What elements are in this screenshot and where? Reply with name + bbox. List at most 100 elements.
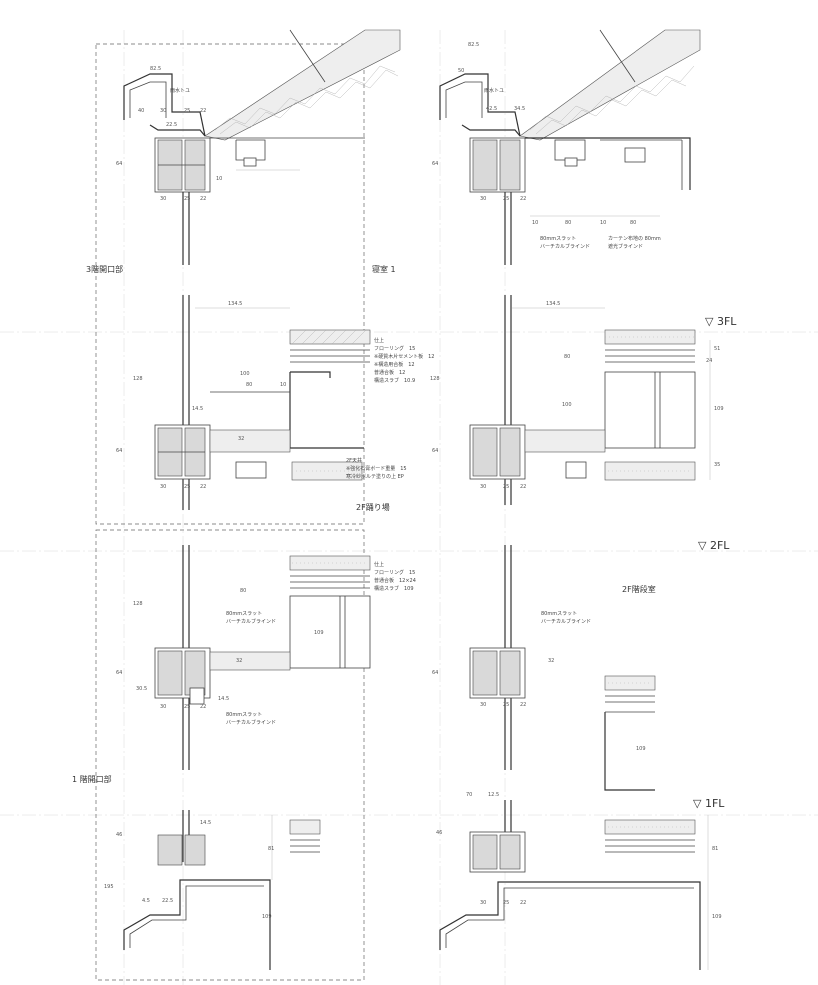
svg-text:寒冷紗ボルテ塗りの上 EP: 寒冷紗ボルテ塗りの上 EP [346,473,404,480]
dim-64-2f-right: 64 [432,670,438,676]
detail-1fl-left: 14.5 46 195 4.5 22.5 81 109 [104,810,321,970]
dim-109-2f-right: 109 [636,746,646,752]
dim-128-right: 128 [430,376,440,382]
dim-14-5-2f-left: 14.5 [218,696,229,702]
detail-2fl-right: 80mmスラット バーチカルブラインド 64 32 109 30 25 22 [432,545,656,791]
svg-text:仕上: 仕上 [374,337,384,344]
dim-64-top-right: 64 [432,161,438,167]
dim-46-left: 46 [116,832,122,838]
label-stair-2f: 2F階段室 [622,584,656,594]
dim-30-5: 30.5 [136,686,147,692]
label-opening-3f: 3階開口部 [86,264,123,274]
dim-30-d: 30 [160,484,166,490]
dim-22-f: 22 [200,704,206,710]
dim-4-5: 4.5 [142,898,150,904]
dim-128-2f-left: 128 [133,601,143,607]
detail-1fl-right: 70 12.5 46 30 25 22 81 109 [436,792,722,970]
reference-grid [0,30,818,985]
callout-frame-3f [95,43,365,525]
dim-34-5: 34.5 [514,106,525,112]
svg-text:構造スラブ 10.9: 構造スラブ 10.9 [374,377,415,384]
dim-100-left: 100 [240,371,250,377]
dim-109-1f-right: 109 [712,914,722,920]
dim-80-left: 80 [246,382,252,388]
dim-70: 70 [466,792,472,798]
dim-134-5-right: 134.5 [546,301,560,307]
dim-64-top-left: 64 [116,161,122,167]
dim-22-d: 22 [200,484,206,490]
dim-25-h: 25 [503,900,509,906]
svg-text:※構造用合板 12: ※構造用合板 12 [374,361,415,368]
dim-109-1f-left: 109 [262,914,272,920]
dim-30-c: 30 [480,196,486,202]
dim-30-g: 30 [480,702,486,708]
dim-40: 40 [138,108,144,114]
dim-51: 51 [714,346,720,352]
detail-3fl-left: 134.5 128 100 80 14.5 32 64 30 25 22 10 … [116,295,434,510]
svg-text:2F天井: 2F天井 [346,457,362,464]
svg-text:※硬質木片セメント板 12: ※硬質木片セメント板 12 [374,353,434,360]
dim-109-right-3f: 109 [714,406,724,412]
dim-64-2f-left: 64 [116,670,122,676]
dim-10: 10 [216,176,222,182]
label-opening-1f: 1 階開口部 [72,774,112,784]
svg-text:仕上: 仕上 [374,561,384,568]
dim-22: 22 [200,108,206,114]
dim-32-2f-left: 32 [236,658,242,664]
dim-22-5-1f: 22.5 [162,898,173,904]
dim-64-mid-right: 64 [432,448,438,454]
dim-81-right: 81 [712,846,718,852]
dim-80-a: 80 [565,220,571,226]
svg-text:フローリング 15: フローリング 15 [374,569,415,576]
dim-82-5-top-left: 82.5 [150,66,161,72]
note-curtain-1: カーテン布地の 80mm [608,235,661,242]
floor-hatch-3f-left [291,329,367,345]
note-gutter-right: 雨水トユ [484,87,504,94]
dim-30-h: 30 [480,900,486,906]
note-blind-2f-low-2: バーチカルブラインド [226,719,276,726]
note-floor-3f: 仕上 フローリング 15 ※硬質木片セメント板 12 ※構造用合板 12 普通合… [374,337,434,384]
dim-10-c: 10 [600,220,606,226]
dim-25-f: 25 [184,704,190,710]
dim-25-d: 25 [184,484,190,490]
dim-22-c: 22 [520,196,526,202]
dim-46-right: 46 [436,830,442,836]
label-bedroom-1: 寝室 1 [372,264,396,274]
dim-30: 30 [160,108,166,114]
dim-10-b: 10 [532,220,538,226]
dim-109-2f-left: 109 [314,630,324,636]
dim-80-right: 80 [564,354,570,360]
dim-80-2f-left: 80 [240,588,246,594]
dim-30-f: 30 [160,704,166,710]
svg-text:フローリング 15: フローリング 15 [374,345,415,352]
dim-80-b: 80 [630,220,636,226]
dim-30-b: 30 [160,196,166,202]
dim-14-5-1f: 14.5 [200,820,211,826]
note-gutter-left: 雨水トユ [170,87,190,94]
note-blind-2f-right-1: 80mmスラット [541,611,577,617]
dim-32-2f-right: 32 [548,658,554,664]
dim-81-left: 81 [268,846,274,852]
dim-25-b: 25 [184,196,190,202]
detail-2fl-left: 80 128 64 32 109 14.5 30.5 30 25 22 80mm… [116,545,416,770]
note-curtain-2: 遮光ブラインド [608,243,643,250]
dim-64-mid-left: 64 [116,448,122,454]
note-blind-2f-left-1: 80mmスラット [226,611,262,617]
detail-3fl-right: 134.5 128 80 100 64 24 51 109 35 30 25 2… [430,295,724,505]
dim-22-b: 22 [200,196,206,202]
callout-frame-1f [95,529,365,981]
level-3fl: ▽ 3FL [705,315,737,328]
dim-25: 25 [184,108,190,114]
note-ceiling-2f: 2F天井 ※強化石膏ボード重量 15 寒冷紗ボルテ塗りの上 EP [346,457,407,480]
dim-22-e: 22 [520,484,526,490]
dim-14-5-left: 14.5 [192,406,203,412]
dim-82-5-top-right: 82.5 [468,42,479,48]
svg-text:※強化石膏ボード重量 15: ※強化石膏ボード重量 15 [346,465,407,472]
level-2fl: ▽ 2FL [698,539,730,552]
dim-22-g: 22 [520,702,526,708]
dim-50: 50 [458,68,464,74]
dim-128-left: 128 [133,376,143,382]
dim-32-left: 32 [238,436,244,442]
dim-24: 24 [706,358,712,364]
